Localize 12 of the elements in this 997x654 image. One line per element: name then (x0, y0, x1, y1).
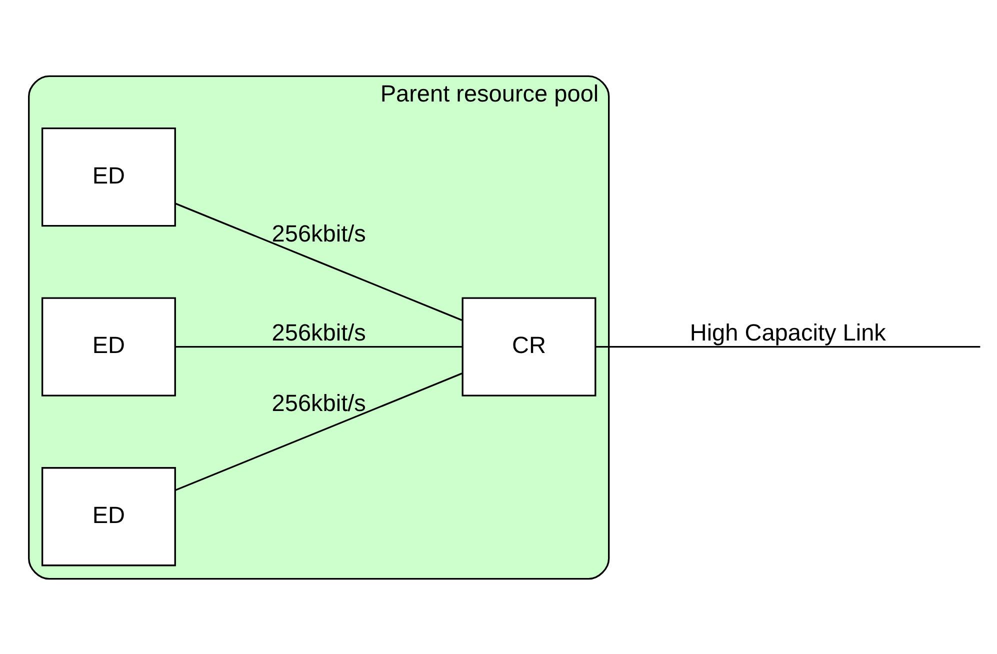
connector (596, 346, 980, 348)
connector (175, 372, 462, 490)
node-box: ED (41, 296, 176, 396)
edge-label: High Capacity Link (690, 318, 886, 345)
node-box: CR (462, 296, 596, 396)
connector (175, 202, 462, 320)
edge-label: 256kbit/s (272, 220, 366, 246)
edge-label: 256kbit/s (272, 318, 366, 345)
node-box: ED (41, 126, 176, 226)
connector (176, 346, 462, 348)
edge-label: 256kbit/s (272, 390, 366, 416)
node-box: ED (41, 466, 176, 566)
